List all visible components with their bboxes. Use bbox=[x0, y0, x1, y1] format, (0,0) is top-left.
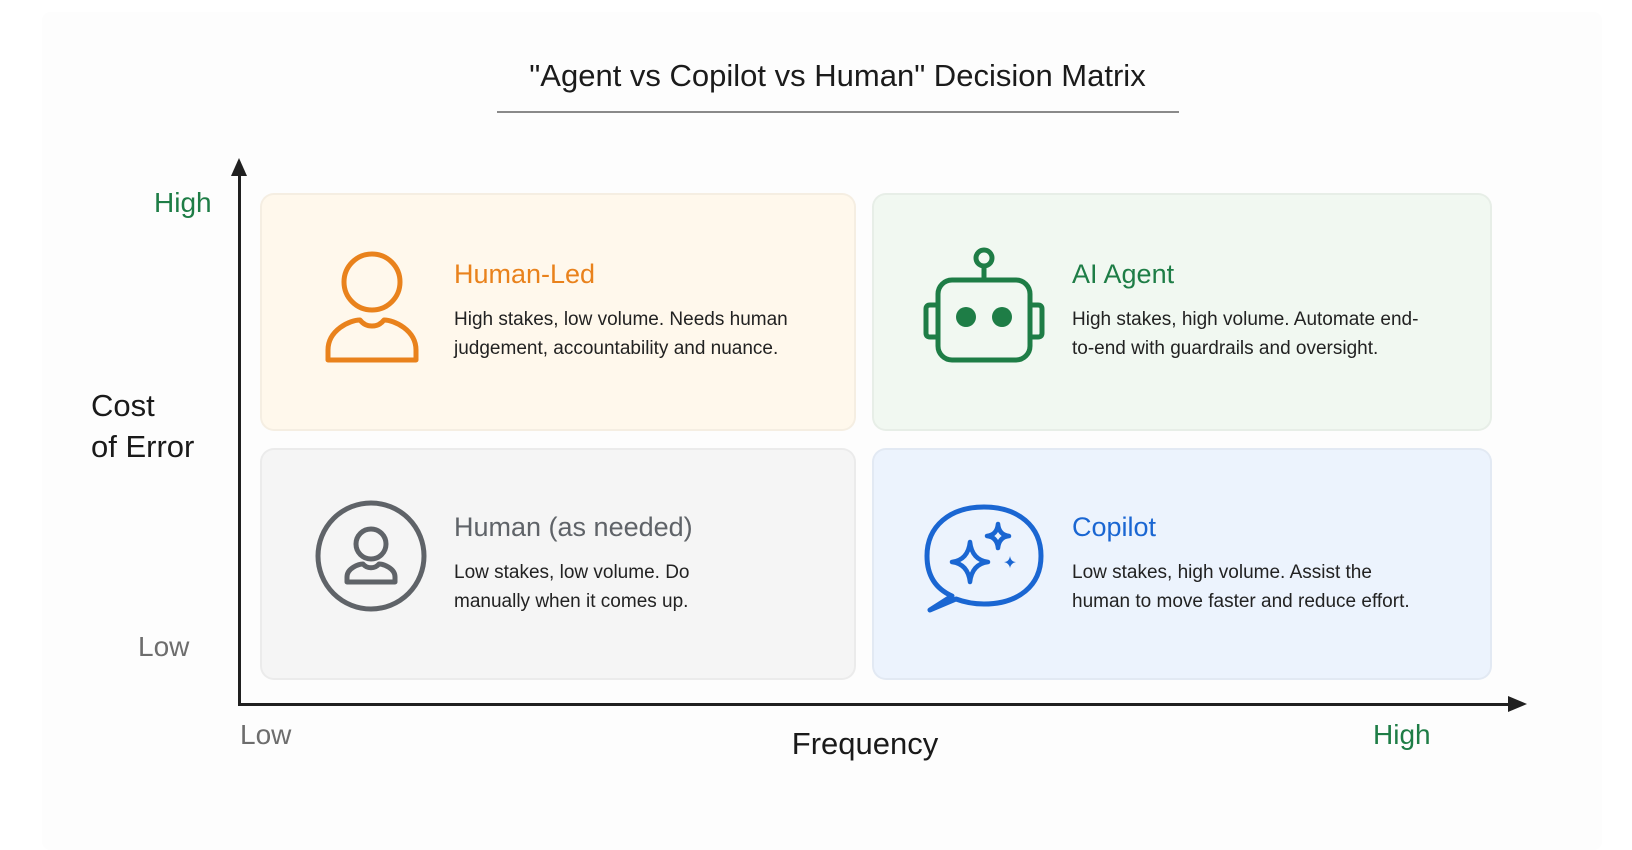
x-axis-arrowhead bbox=[1508, 696, 1527, 712]
quadrant-copilot: Copilot Low stakes, high volume. Assist … bbox=[872, 448, 1492, 680]
description-line: Low stakes, high volume. Assist the bbox=[1072, 562, 1372, 583]
diagram-canvas bbox=[42, 12, 1602, 850]
diagram-title: "Agent vs Copilot vs Human" Decision Mat… bbox=[529, 58, 1146, 93]
x-axis-title: Frequency bbox=[791, 726, 939, 761]
y-axis-title-line2: of Error bbox=[91, 429, 195, 464]
quadrant-description: High stakes, high volume. Automate end- … bbox=[1072, 305, 1418, 363]
quadrant-human-led: Human-Led High stakes, low volume. Needs… bbox=[260, 193, 856, 431]
quadrant-title: Copilot bbox=[1072, 512, 1157, 542]
quadrant-title: Human (as needed) bbox=[454, 512, 693, 542]
description-line: to-end with guardrails and oversight. bbox=[1072, 338, 1379, 359]
y-axis-title: Cost of Error bbox=[91, 385, 194, 467]
description-line: High stakes, high volume. Automate end- bbox=[1072, 309, 1419, 330]
quadrant-title: Human-Led bbox=[454, 259, 596, 289]
user-circle-icon bbox=[313, 498, 429, 619]
quadrant-human-as-needed: Human (as needed) Low stakes, low volume… bbox=[260, 448, 856, 680]
y-axis-arrowhead bbox=[231, 158, 247, 176]
y-axis-low-label: Low bbox=[138, 631, 190, 662]
person-icon bbox=[322, 250, 422, 371]
description-line: manually when it comes up. bbox=[454, 591, 689, 612]
y-axis-title-line1: Cost bbox=[91, 388, 155, 423]
description-line: High stakes, low volume. Needs human bbox=[454, 309, 788, 330]
description-line: judgement, accountability and nuance. bbox=[454, 338, 779, 359]
quadrant-description: High stakes, low volume. Needs human jud… bbox=[454, 305, 788, 363]
description-line: human to move faster and reduce effort. bbox=[1072, 591, 1410, 612]
robot-icon bbox=[922, 247, 1046, 370]
y-axis-line bbox=[238, 172, 241, 706]
y-axis-high-label: High bbox=[154, 187, 212, 218]
quadrant-description: Low stakes, high volume. Assist the huma… bbox=[1072, 558, 1410, 616]
description-line: Low stakes, low volume. Do bbox=[454, 562, 690, 583]
quadrant-description: Low stakes, low volume. Do manually when… bbox=[454, 558, 690, 616]
x-axis-high-label: High bbox=[1373, 719, 1431, 750]
sparkle-chat-icon bbox=[922, 502, 1046, 623]
quadrant-title: AI Agent bbox=[1072, 259, 1175, 289]
quadrant-ai-agent: AI Agent High stakes, high volume. Autom… bbox=[872, 193, 1492, 431]
title-underline bbox=[497, 111, 1179, 113]
x-axis-low-label: Low bbox=[240, 719, 292, 750]
x-axis-line bbox=[238, 703, 1518, 706]
